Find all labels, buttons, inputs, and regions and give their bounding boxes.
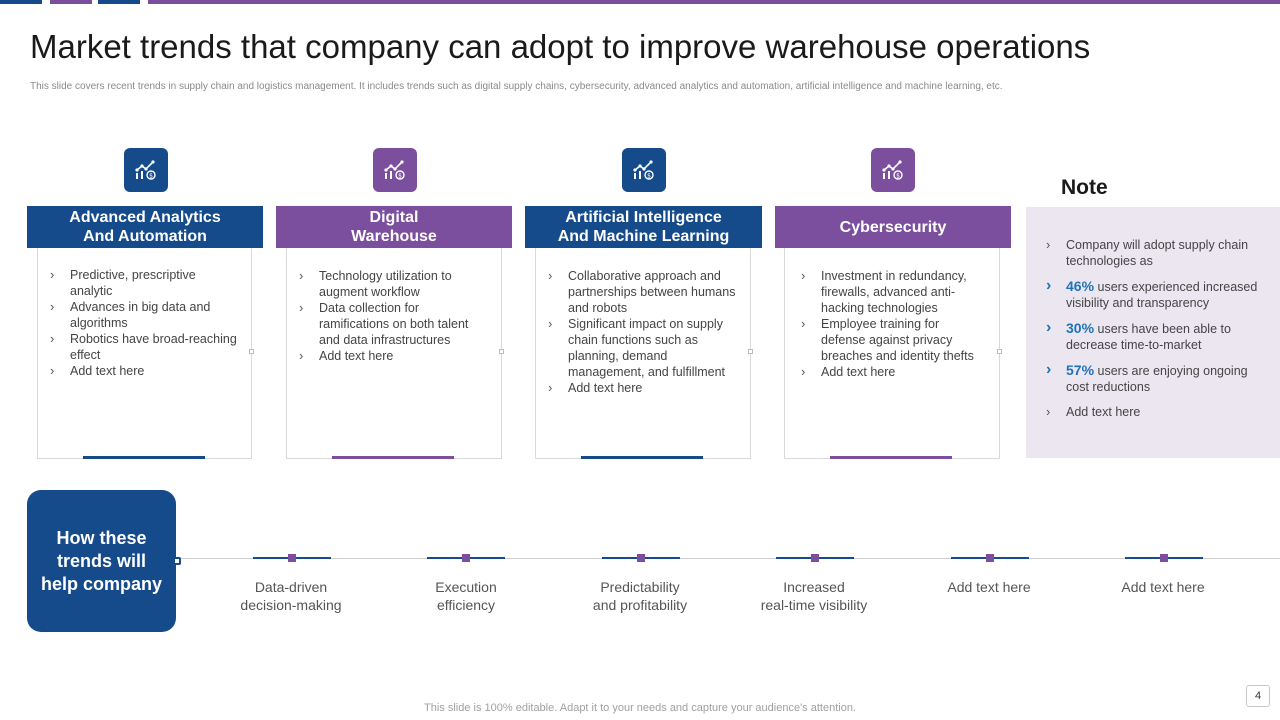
top-bar-purple-long [148,0,1280,4]
list-item: Robotics have broad-reaching effect [50,331,239,363]
card-body-ai-ml: Collaborative approach and partnerships … [535,248,753,459]
svg-text:$: $ [149,173,153,180]
bullet-list: Predictive, prescriptive analytic Advanc… [50,267,239,379]
card-body-cybersecurity: Investment in redundancy, firewalls, adv… [784,248,1002,459]
analytics-chart-icon: $ [373,148,417,192]
note-percent: 46% [1066,278,1095,294]
list-item: Advances in big data and algorithms [50,299,239,331]
timeline-marker [637,554,645,562]
timeline-marker [811,554,819,562]
footer-text: This slide is 100% editable. Adapt it to… [424,702,856,714]
timeline-marker [1160,554,1168,562]
list-item: Add text here [50,363,239,379]
connector-dot [249,349,254,354]
slide-title: Market trends that company can adopt to … [30,28,1091,65]
timeline-marker [462,554,470,562]
bullet-list: Technology utilization to augment workfl… [299,268,489,364]
how-trends-help-label: How these trends will help company [40,527,163,594]
note-text: users are enjoying ongoing cost reductio… [1066,364,1248,394]
note-list: Company will adopt supply chain technolo… [1046,237,1268,429]
list-item: Technology utilization to augment workfl… [299,268,489,300]
svg-text:$: $ [398,173,402,180]
card-header-ai-ml: Artificial Intelligence And Machine Lear… [525,206,762,248]
analytics-chart-icon: $ [871,148,915,192]
card-body-analytics: Predictive, prescriptive analytic Advanc… [37,248,254,459]
card-accent-bar [83,456,205,459]
bullet-list: Collaborative approach and partnerships … [548,268,738,396]
note-item: 57% users are enjoying ongoing cost redu… [1046,362,1268,395]
page-number: 4 [1246,685,1270,707]
timeline-line [180,558,1280,559]
bullet-list: Investment in redundancy, firewalls, adv… [801,268,987,380]
how-trends-help-box: How these trends will help company [27,490,176,632]
top-bar-blue-1 [0,0,42,4]
connector-dot [997,349,1002,354]
benefit-label: Add text here [947,579,1031,595]
list-item: Collaborative approach and partnerships … [548,268,738,316]
note-title: Note [1061,176,1108,199]
note-percent: 57% [1066,362,1095,378]
list-item: Predictive, prescriptive analytic [50,267,239,299]
note-item: 30% users have been able to decrease tim… [1046,320,1268,353]
note-item: Add text here [1046,404,1268,420]
note-text: users have been able to decrease time-to… [1066,322,1231,352]
benefit-label: Add text here [1121,579,1205,595]
slide-subtitle: This slide covers recent trends in suppl… [30,81,1003,92]
timeline-marker [288,554,296,562]
note-text: Company will adopt supply chain technolo… [1066,238,1249,268]
note-item: 46% users experienced increased visibili… [1046,278,1268,311]
note-box: Company will adopt supply chain technolo… [1026,207,1280,458]
list-item: Add text here [299,348,489,364]
benefit-label: Predictability and profitability [592,579,688,613]
svg-text:$: $ [896,173,900,180]
note-item: Company will adopt supply chain technolo… [1046,237,1268,269]
timeline-start-dot [173,557,181,565]
connector-dot [748,349,753,354]
card-accent-bar [332,456,454,459]
card-accent-bar [581,456,703,459]
svg-text:$: $ [647,173,651,180]
timeline-marker [986,554,994,562]
card-header-cybersecurity: Cybersecurity [775,206,1011,248]
list-item: Significant impact on supply chain funct… [548,316,738,380]
list-item: Employee training for defense against pr… [801,316,987,364]
list-item: Investment in redundancy, firewalls, adv… [801,268,987,316]
analytics-chart-icon: $ [622,148,666,192]
note-text: users experienced increased visibility a… [1066,280,1258,310]
list-item: Data collection for ramifications on bot… [299,300,489,348]
benefit-label: Execution efficiency [435,579,497,613]
top-bar-purple-1 [50,0,92,4]
analytics-chart-icon: $ [124,148,168,192]
card-header-analytics: Advanced Analytics And Automation [27,206,263,248]
card-header-digital-warehouse: Digital Warehouse [276,206,512,248]
benefit-label: Data-driven decision-making [240,579,342,613]
note-percent: 30% [1066,320,1095,336]
card-body-digital-warehouse: Technology utilization to augment workfl… [286,248,504,459]
list-item: Add text here [801,364,987,380]
note-text: Add text here [1066,405,1141,419]
top-bar-blue-2 [98,0,140,4]
card-accent-bar [830,456,952,459]
benefit-label: Increased real-time visibility [760,579,868,613]
connector-dot [499,349,504,354]
list-item: Add text here [548,380,738,396]
